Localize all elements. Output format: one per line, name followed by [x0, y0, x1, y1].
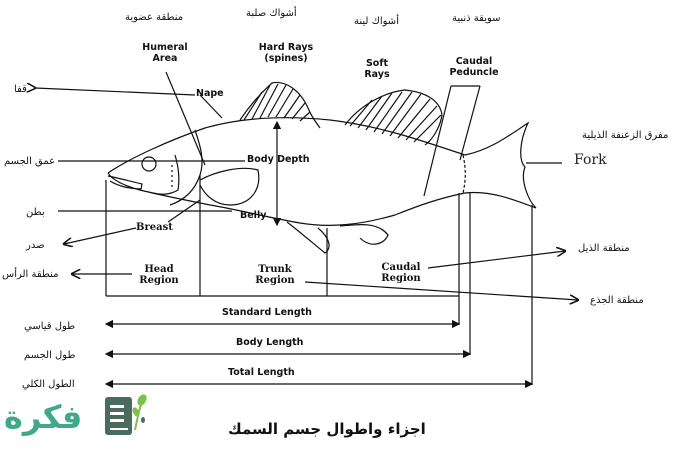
standard-length-arabic-label: طول قياسي	[24, 321, 76, 332]
caudal-region-arabic-label: منطقة الذيل	[578, 243, 630, 254]
nape-arabic-label: قفا	[14, 84, 27, 95]
logo-icon	[105, 394, 147, 435]
pectoral-fin	[199, 167, 260, 206]
body-length-label: Body Length	[236, 337, 304, 348]
standard-length-label: Standard Length	[222, 307, 312, 318]
soft-rays-label: Soft Rays	[364, 58, 390, 80]
trunk-region-arabic-label: منطقة الجذع	[590, 295, 644, 306]
breast-label: Breast	[136, 222, 173, 233]
humeral-area-arabic-label: منطقة عضوية	[125, 12, 184, 23]
humeral-area-label: Humeral Area	[142, 42, 188, 64]
hard-rays-label: Hard Rays (spines)	[258, 42, 314, 64]
body-length-arabic-label: طول الجسم	[24, 350, 76, 361]
total-length-arabic-label: الطول الكلي	[22, 379, 75, 390]
caudal-region-label: Caudal Region	[381, 262, 421, 284]
soft-dorsal-fin	[344, 89, 443, 146]
hard-rays-arabic-label: أشواك صلبة	[246, 8, 297, 19]
anal-fin	[339, 223, 389, 245]
belly-arabic-label: بطن	[26, 207, 45, 218]
nape-label: Nape	[196, 88, 224, 99]
logo-text: فكرة	[4, 398, 83, 436]
total-length-label: Total Length	[228, 367, 295, 378]
spiny-dorsal-fin	[239, 81, 321, 129]
body-depth-arabic-label: عمق الجسم	[4, 156, 56, 167]
head-region-arabic-label: منطقة الرأس	[2, 269, 59, 280]
fork-arabic-label: مفرق الزعنفة الذيلية	[582, 130, 669, 141]
fish-head-details	[107, 129, 203, 206]
soft-rays-arabic-label: أشواك لينة	[354, 16, 399, 27]
diagram-caption: اجزاء واطوال جسم السمك	[228, 420, 426, 438]
caudal-peduncle-arabic-label: سويقة ذنبية	[452, 13, 501, 24]
head-region-label: Head Region	[139, 264, 179, 286]
caudal-peduncle-label: Caudal Peduncle	[449, 56, 499, 78]
fork-label: Fork	[574, 152, 607, 168]
belly-label: Belly	[240, 210, 267, 221]
body-depth-label: Body Depth	[247, 154, 310, 165]
breast-arabic-label: صدر	[26, 240, 45, 251]
pelvic-fin	[286, 221, 330, 254]
trunk-region-label: Trunk Region	[255, 264, 295, 286]
